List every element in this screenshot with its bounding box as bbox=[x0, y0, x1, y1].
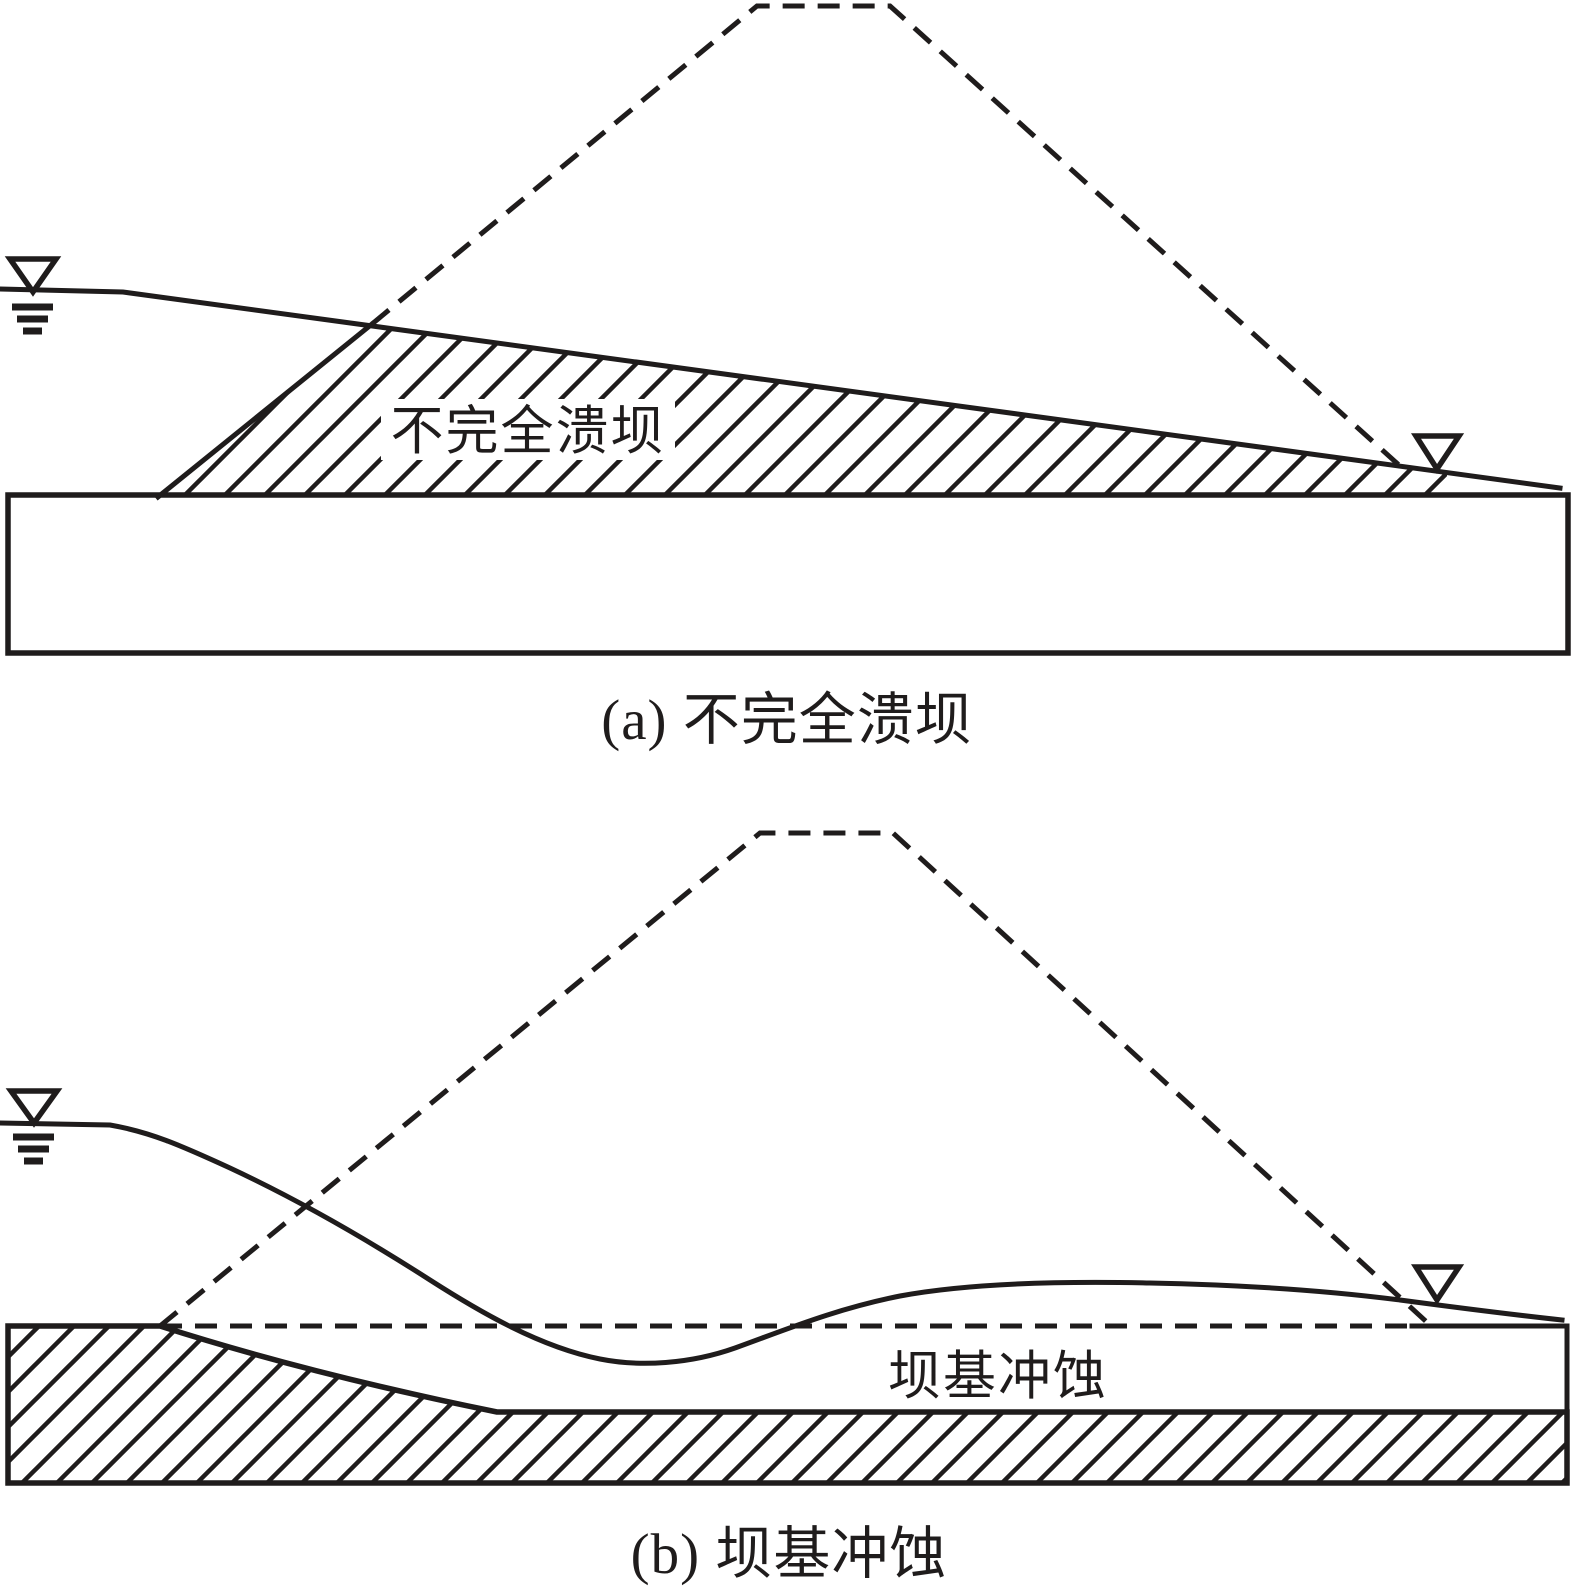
region-label-incomplete-breach: 不完全溃坝 bbox=[391, 403, 666, 461]
water-level-triangle-icon bbox=[1410, 1264, 1465, 1306]
caption-panel-b: (b) 坝基冲蚀 bbox=[631, 1523, 948, 1586]
original-dam-outline-dashed bbox=[370, 3, 1402, 468]
downstream-water-level-icon bbox=[1410, 1264, 1465, 1306]
water-level-triangle-icon bbox=[5, 1088, 63, 1128]
foundation-block bbox=[5, 492, 1571, 656]
water-level-triangle-icon bbox=[4, 256, 62, 297]
water-surface-line bbox=[0, 286, 1563, 491]
upstream-water-level-icon bbox=[5, 1088, 63, 1165]
dam-remnant-hatched bbox=[158, 324, 1447, 497]
scour-water-curve bbox=[0, 1120, 1565, 1366]
downstream-water-level-icon bbox=[1410, 433, 1465, 475]
caption-panel-a: (a) 不完全溃坝 bbox=[601, 689, 973, 752]
ground-surface-right bbox=[1409, 1323, 1570, 1415]
water-level-triangle-icon bbox=[1410, 433, 1465, 475]
panel-b: 坝基冲蚀 (b) 坝基冲蚀 bbox=[0, 830, 1570, 1586]
foundation-hatched bbox=[5, 1323, 1570, 1486]
region-label-foundation-erosion: 坝基冲蚀 bbox=[888, 1348, 1108, 1406]
panel-a: 不完全溃坝 (a) 不完全溃坝 bbox=[0, 3, 1571, 752]
upstream-face-line bbox=[154, 320, 376, 501]
upstream-water-level-icon bbox=[4, 256, 62, 335]
original-dam-outline-dashed bbox=[158, 830, 1432, 1328]
label-background bbox=[381, 399, 675, 460]
